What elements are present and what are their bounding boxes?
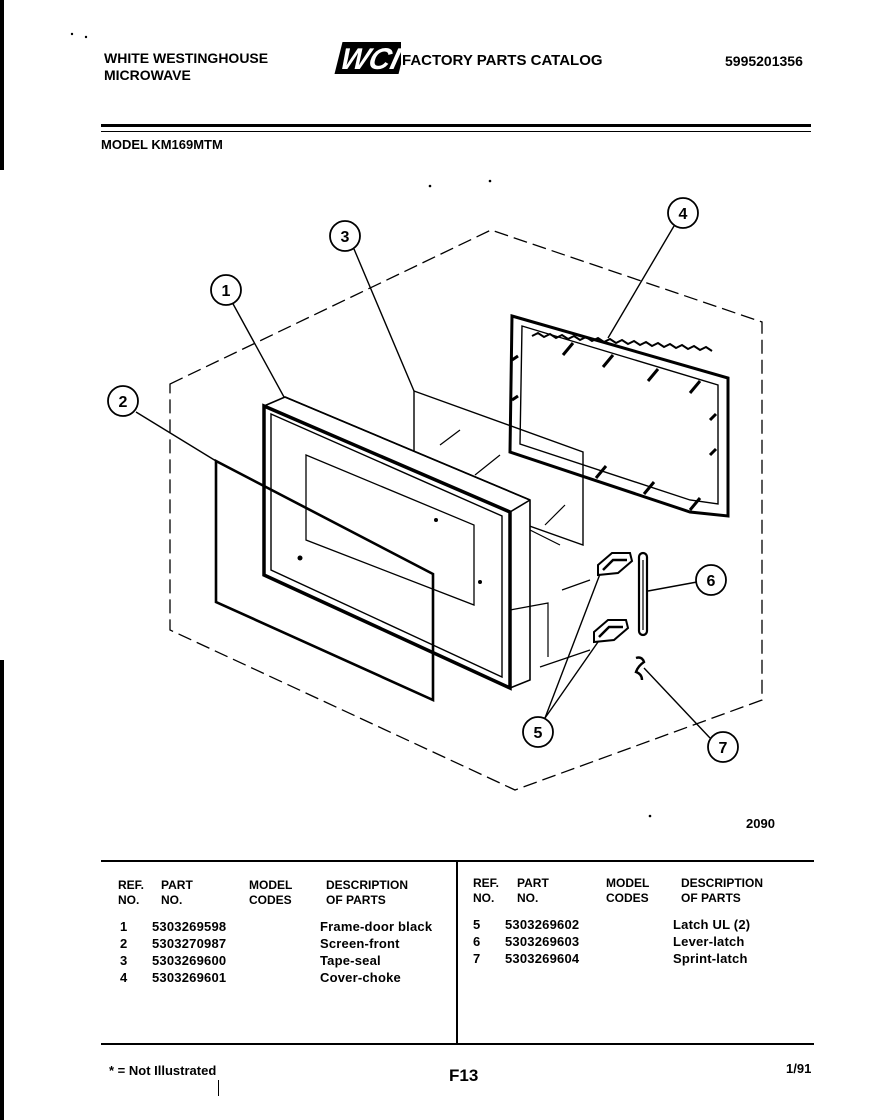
table-top-rule <box>101 860 814 862</box>
callout-6: 6 <box>695 564 727 596</box>
header-model-codes-right: MODEL CODES <box>606 876 650 905</box>
dashed-bounding-box <box>169 229 763 791</box>
catalog-date: 1/91 <box>786 1061 812 1076</box>
callout-7: 7 <box>707 731 739 763</box>
right-row-1-ref: 5 <box>473 917 481 932</box>
brand-line-2: MICROWAVE <box>104 67 191 83</box>
table-divider <box>456 862 458 1045</box>
leader-lines <box>135 225 711 739</box>
brand-line-1: WHITE WESTINGHOUSE <box>104 50 269 66</box>
right-row-3-part: 5303269604 <box>505 951 580 966</box>
exploded-diagram: 1 2 3 4 5 6 7 <box>70 32 763 818</box>
left-row-3-ref: 3 <box>120 953 128 968</box>
right-row-3-desc: Sprint-latch <box>673 951 748 966</box>
header-ref-no-left: REF. NO. <box>118 878 145 907</box>
left-row-4-part: 5303269601 <box>152 970 227 985</box>
page-number: F13 <box>449 1066 479 1085</box>
svg-text:7: 7 <box>719 740 728 757</box>
left-row-1-desc: Frame-door black <box>320 919 433 934</box>
left-row-4-ref: 4 <box>120 970 128 985</box>
not-illustrated-note: * = Not Illustrated <box>109 1063 217 1078</box>
model-label: MODEL KM169MTM <box>101 137 223 152</box>
right-row-2-part: 5303269603 <box>505 934 580 949</box>
spring-latch-part <box>634 656 646 681</box>
logo-text: WCI <box>337 42 401 75</box>
svg-text:4: 4 <box>679 206 688 223</box>
right-row-1-desc: Latch UL (2) <box>673 917 751 932</box>
wci-logo: WCI <box>333 40 407 76</box>
svg-text:6: 6 <box>707 573 716 590</box>
catalog-title: FACTORY PARTS CATALOG <box>402 52 603 69</box>
left-row-3-desc: Tape-seal <box>320 953 381 968</box>
scan-edge-top <box>0 0 4 170</box>
figure-code: 2090 <box>746 816 775 831</box>
callout-5: 5 <box>522 716 554 748</box>
header-part-no-left: PART NO. <box>161 878 193 907</box>
left-row-1-ref: 1 <box>120 919 128 934</box>
callout-1: 1 <box>210 274 242 306</box>
note-tick <box>218 1080 219 1096</box>
scan-edge-bottom <box>0 660 4 1120</box>
header-rule-thin <box>101 131 811 132</box>
header-ref-no-right: REF. NO. <box>473 876 500 905</box>
right-row-2-desc: Lever-latch <box>673 934 745 949</box>
callout-4: 4 <box>667 197 699 229</box>
cover-choke-part <box>508 314 730 518</box>
catalog-number: 5995201356 <box>725 53 803 69</box>
left-row-2-part: 5303270987 <box>152 936 227 951</box>
left-row-2-desc: Screen-front <box>320 936 400 951</box>
header-rule-thick <box>101 124 811 127</box>
lever-latch-part <box>637 551 649 637</box>
left-row-4-desc: Cover-choke <box>320 970 401 985</box>
latch-parts <box>593 552 634 644</box>
svg-text:3: 3 <box>341 229 350 246</box>
svg-text:5: 5 <box>534 725 543 742</box>
header-part-no-right: PART NO. <box>517 876 549 905</box>
left-row-1-part: 5303269598 <box>152 919 227 934</box>
right-row-1-part: 5303269602 <box>505 917 580 932</box>
screen-front-part <box>214 458 435 703</box>
svg-text:1: 1 <box>222 283 231 300</box>
header-description-right: DESCRIPTION OF PARTS <box>681 876 764 905</box>
right-row-3-ref: 7 <box>473 951 481 966</box>
table-bottom-rule <box>101 1043 814 1045</box>
left-row-3-part: 5303269600 <box>152 953 227 968</box>
callout-2: 2 <box>107 385 139 417</box>
left-row-2-ref: 2 <box>120 936 128 951</box>
header-model-codes-left: MODEL CODES <box>249 878 293 907</box>
callout-3: 3 <box>329 220 361 252</box>
svg-text:2: 2 <box>119 394 128 411</box>
right-row-2-ref: 6 <box>473 934 481 949</box>
frame-door-part <box>262 396 591 691</box>
header-description-left: DESCRIPTION OF PARTS <box>326 878 409 907</box>
